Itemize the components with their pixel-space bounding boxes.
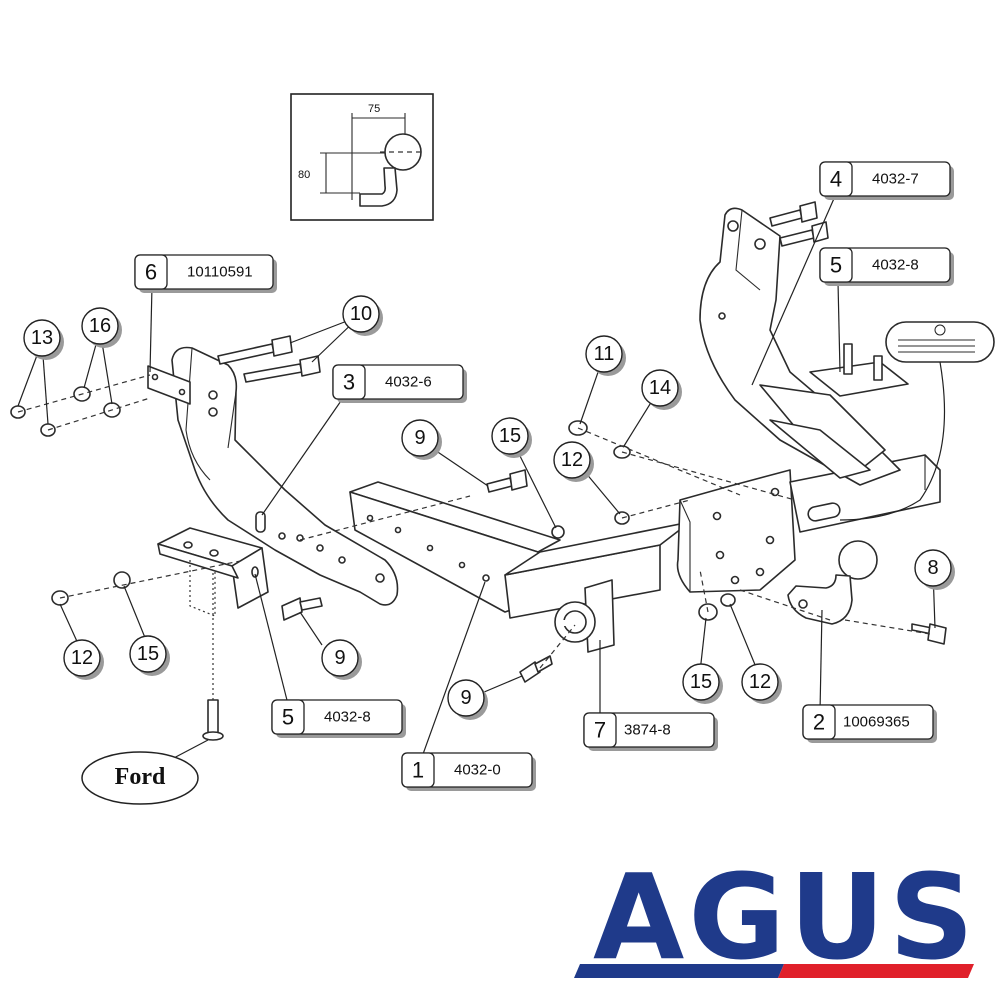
callout-13: 13 [23,319,64,360]
svg-text:9: 9 [460,687,471,709]
part-4-number: 4 [830,167,842,192]
svg-text:15: 15 [137,643,159,665]
callout-15-left: 15 [129,635,170,676]
logo-stripe-red [778,964,974,978]
callout-12-bottom: 12 [741,663,782,704]
svg-text:14: 14 [649,377,671,399]
part-7-number: 6 [145,260,157,285]
callout-10: 10 [342,295,383,336]
fasteners [10,386,947,741]
callout-12-top: 12 [553,441,594,482]
part-1-code: 4032-0 [454,762,501,779]
part-6-number: 7 [594,718,606,743]
part-label-1: 1 4032-0 [401,752,536,791]
part-label-4: 4 4032-7 [819,161,954,200]
svg-text:8: 8 [927,557,938,579]
bolt-plate-right [809,343,909,397]
part-4-code: 4032-7 [872,171,919,188]
callout-15-bottom: 15 [682,663,723,704]
assembly-lines [17,374,931,700]
bolts-10 [217,335,321,383]
agus-logo: AGUS [574,848,978,986]
part-6-code: 3874-8 [624,722,671,739]
socket-plate [554,579,615,653]
callout-12-left: 12 [63,639,104,680]
dim-horizontal-label: 75 [368,103,380,115]
part-5a-code: 4032-8 [324,709,371,726]
svg-text:16: 16 [89,315,111,337]
part-2-code: 10069365 [843,714,910,731]
ford-badge-text: Ford [115,764,166,790]
part-2-number: 2 [813,710,825,735]
part-label-3: 3 4032-6 [332,364,467,403]
right-side-bracket [699,201,901,486]
svg-text:12: 12 [71,647,93,669]
svg-text:15: 15 [499,425,521,447]
tow-ball [787,540,878,625]
part-label-5-right: 5 4032-8 [819,247,954,286]
dim-vertical-label: 80 [298,169,310,181]
part-label-5-left: 5 4032-8 [271,699,406,738]
part-5a-number: 5 [282,705,294,730]
main-cross-beam [349,454,941,619]
part-label-6: 7 3874-8 [583,712,718,751]
logo-stripe-blue [574,964,784,978]
svg-text:12: 12 [561,449,583,471]
id-label-plate [885,321,995,363]
lower-left-bracket [157,527,269,617]
svg-text:10: 10 [350,303,372,325]
callout-9-bottom: 9 [447,679,488,720]
callout-11: 11 [585,335,626,376]
ball-dimension-inset: 75 80 [290,93,434,221]
agus-logo-text: AGUS [593,848,978,986]
callout-16: 16 [81,307,122,348]
part-1-number: 1 [412,758,424,783]
svg-text:11: 11 [594,343,615,365]
part-5b-number: 5 [830,253,842,278]
svg-text:12: 12 [749,671,771,693]
part-5b-code: 4032-8 [872,257,919,274]
svg-text:13: 13 [31,327,53,349]
part-3-number: 3 [343,370,355,395]
part-7-code: 10110591 [187,264,253,281]
ford-badge: Ford [81,751,199,805]
callout-8: 8 [914,549,955,590]
svg-text:9: 9 [334,647,345,669]
svg-text:9: 9 [414,427,425,449]
left-side-bracket [147,346,399,606]
part-3-code: 4032-6 [385,374,432,391]
callout-15-top: 15 [491,417,532,458]
part-label-7: 6 10110591 [134,254,277,293]
callout-14: 14 [641,369,682,410]
part-label-2: 2 10069365 [802,704,937,743]
callout-9-left: 9 [321,639,362,680]
svg-text:15: 15 [690,671,712,693]
callout-9-top: 9 [401,419,442,460]
